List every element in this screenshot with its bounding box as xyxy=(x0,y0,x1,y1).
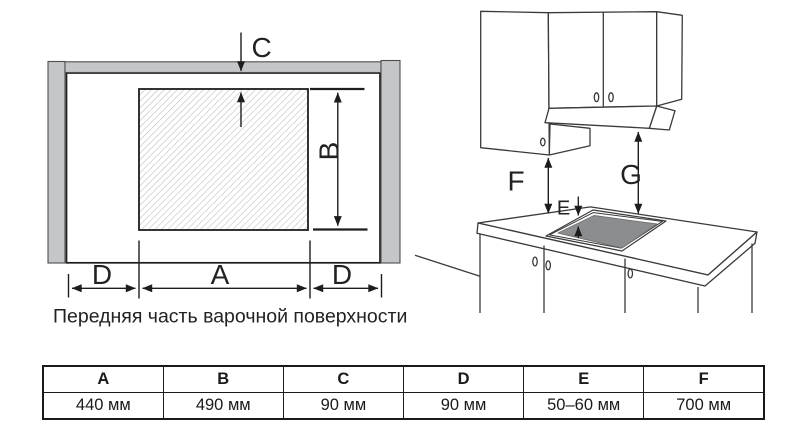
dim-label-c: C xyxy=(252,32,272,63)
cooker-hood xyxy=(544,105,658,129)
diagram-caption: Передняя часть варочной поверхности xyxy=(53,306,407,328)
table-value-row: 440 мм 490 мм 90 мм 90 мм 50–60 мм 700 м… xyxy=(42,392,765,420)
adjacent-counter-line xyxy=(414,254,481,277)
wall-cabinet-left-side-panel xyxy=(548,123,591,156)
table-header-cell: E xyxy=(523,365,645,393)
countertop-edge-band xyxy=(476,222,758,287)
cabinet-handle xyxy=(532,256,538,267)
dim-label-f: F xyxy=(507,166,524,197)
table-value-cell: 490 мм xyxy=(162,392,284,420)
dim-label-d-right: D xyxy=(332,259,352,290)
dim-label-a: A xyxy=(211,259,230,290)
cabinet-handle xyxy=(545,260,552,271)
cutout-hatched-area xyxy=(138,88,309,231)
table-header-row: A B C D E F xyxy=(42,365,765,393)
table-header-cell: A xyxy=(42,365,164,393)
wall-cabinet-front xyxy=(547,11,658,109)
dim-label-d-left: D xyxy=(92,259,112,290)
cabinet-handle xyxy=(539,137,546,147)
table-value-cell: 90 мм xyxy=(282,392,404,420)
wall-bar-top xyxy=(64,61,382,74)
table-value-cell: 90 мм xyxy=(402,392,525,420)
wall-cabinet-left xyxy=(480,10,550,156)
cabinet-handle xyxy=(608,92,614,103)
hob-rim-inner xyxy=(549,212,663,249)
table-value-cell: 700 мм xyxy=(643,392,765,420)
cabinet-handle xyxy=(593,92,600,103)
table-value-cell: 440 мм xyxy=(42,392,164,420)
dim-label-e: E xyxy=(557,198,570,220)
dimensions-table: A B C D E F 440 мм 490 мм 90 мм 90 мм 50… xyxy=(42,365,765,420)
dim-label-g: G xyxy=(620,159,642,190)
wall-bar-left xyxy=(47,60,66,264)
dim-label-b: B xyxy=(314,142,345,161)
cabinet-handle xyxy=(627,268,634,279)
wall-bar-right xyxy=(380,59,401,264)
table-value-cell: 50–60 мм xyxy=(523,392,645,420)
table-header-cell: B xyxy=(162,365,284,393)
wall-cabinet-right-panel xyxy=(656,11,683,107)
table-header-cell: D xyxy=(402,365,525,393)
table-header-cell: C xyxy=(282,365,404,393)
table-header-cell: F xyxy=(643,365,765,393)
cutout-dimensions-diagram: C B D A D Передняя часть варочной поверх… xyxy=(47,32,407,328)
hob-surface xyxy=(557,215,658,249)
installation-clearance-diagram: F G E xyxy=(414,10,758,313)
